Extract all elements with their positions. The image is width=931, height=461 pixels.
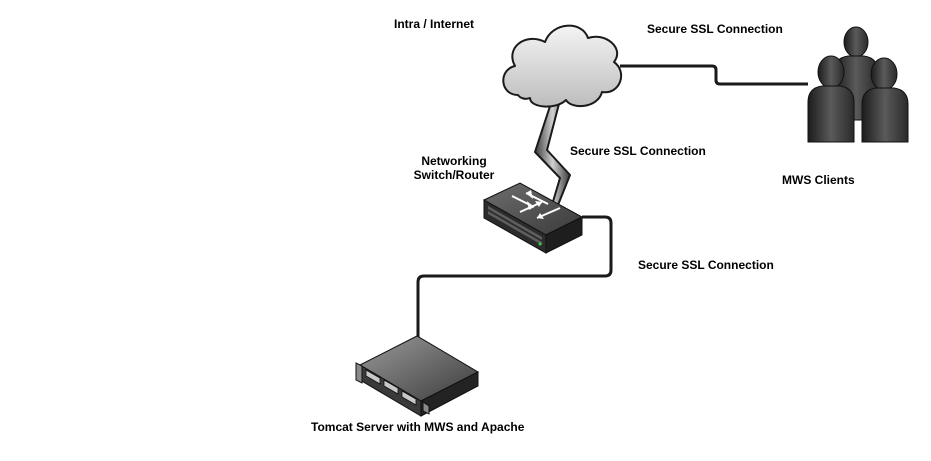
connection-cloud-clients xyxy=(620,64,808,86)
person-left xyxy=(807,55,855,143)
ssl-connection-label-server: Secure SSL Connection xyxy=(638,258,774,272)
ssl-connection-label-switch: Secure SSL Connection xyxy=(570,144,706,158)
server-label: Tomcat Server with MWS and Apache xyxy=(311,420,525,434)
status-led xyxy=(538,242,542,246)
server-drive-bays xyxy=(365,369,417,406)
switch-label-line1: Networking xyxy=(421,154,487,168)
person-right xyxy=(861,57,909,143)
connection-switch-server xyxy=(416,215,613,338)
cloud-label: Intra / Internet xyxy=(394,17,475,31)
rack-server-icon xyxy=(355,335,480,417)
users-group-icon xyxy=(807,26,909,143)
network-switch-icon xyxy=(482,182,584,254)
lightning-link-icon xyxy=(534,99,571,206)
switch-label-line2: Switch/Router xyxy=(413,168,495,182)
clients-label: MWS Clients xyxy=(782,173,855,187)
cloud-icon xyxy=(502,24,623,108)
ssl-connection-label-clients: Secure SSL Connection xyxy=(647,22,783,36)
switch-ports xyxy=(488,206,542,245)
switch-label: Networking Switch/Router xyxy=(409,154,499,182)
